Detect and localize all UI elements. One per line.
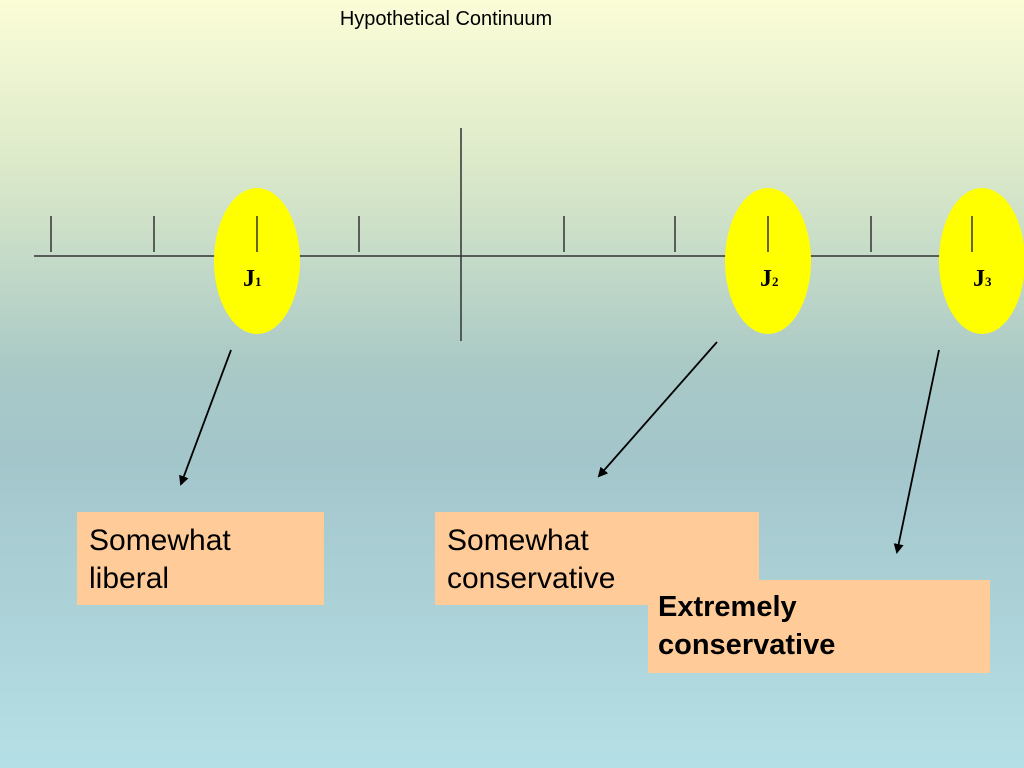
judge-label-3: J3 [973, 266, 992, 292]
judge-label-1: J1 [243, 266, 262, 292]
arrow-j1 [179, 349, 232, 486]
arrow-j2 [597, 341, 718, 478]
arrow-j3 [893, 349, 940, 554]
judge-marker-1 [214, 188, 300, 334]
box-somewhat-liberal: Somewhat liberal [77, 512, 324, 605]
judge-marker-2 [725, 188, 811, 334]
slide-title: Hypothetical Continuum [339, 8, 553, 30]
judge-marker-3 [939, 188, 1024, 334]
judge-label-2: J2 [760, 266, 779, 292]
box-extremely-conservative: Extremely conservative [648, 580, 990, 673]
